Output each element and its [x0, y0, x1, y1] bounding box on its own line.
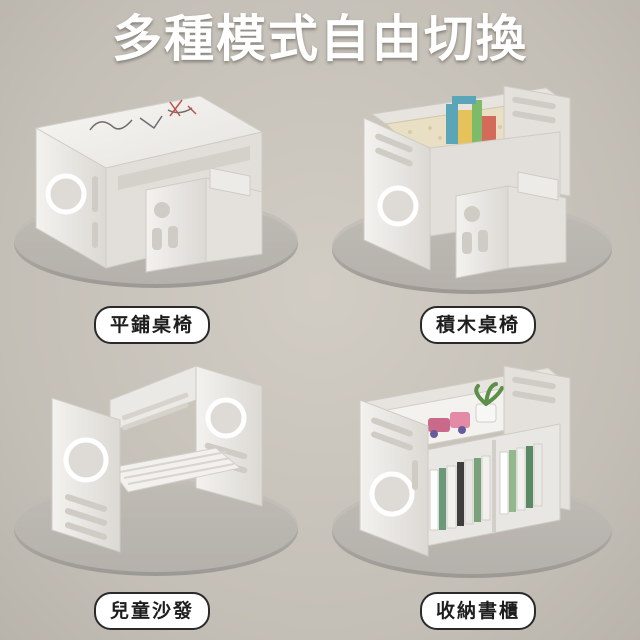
desk-chair-flat [34, 95, 264, 273]
mode-label-kids-sofa: 兒童沙發 [94, 592, 211, 630]
storage-bookshelf [359, 365, 571, 557]
desk-chair-blocks [363, 85, 571, 279]
kids-sofa [51, 365, 263, 553]
mode-label-bookshelf: 收納書櫃 [420, 592, 537, 630]
mode-label-flat-desk: 平鋪桌椅 [94, 306, 211, 344]
headline-title: 多種模式自由切換 [112, 10, 528, 68]
mode-label-block-desk: 積木桌椅 [420, 306, 537, 344]
